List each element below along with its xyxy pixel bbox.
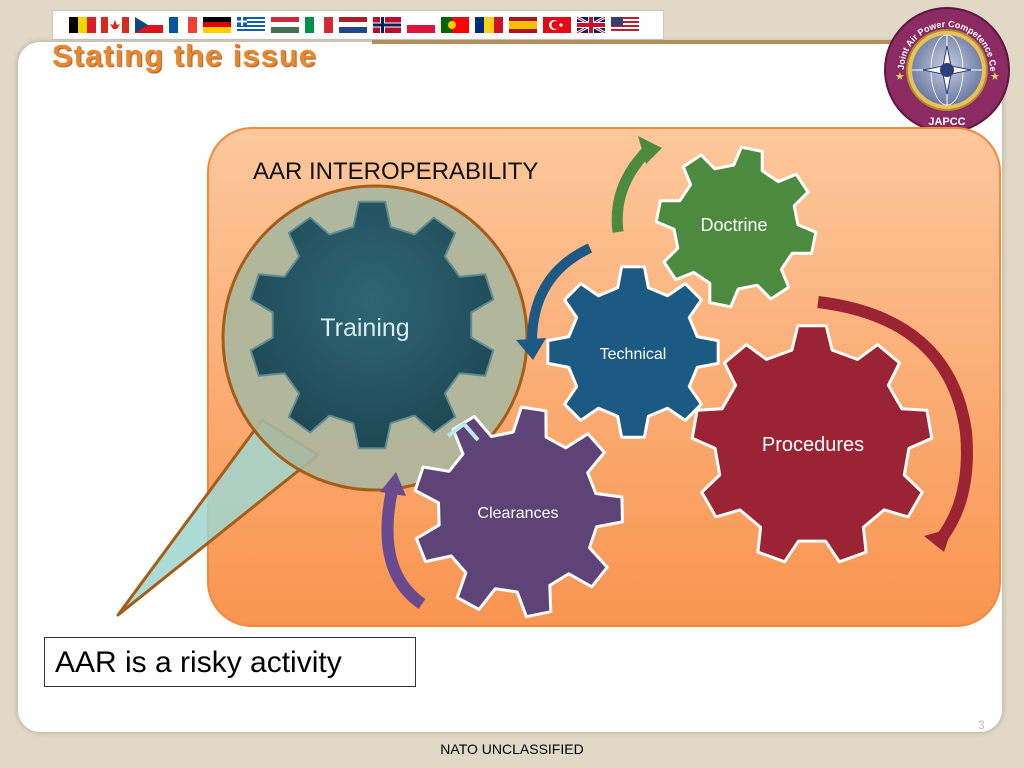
logo-abbreviation: JAPCC <box>928 116 965 128</box>
flag-italy-icon <box>305 17 333 33</box>
slide-title: Stating the issue <box>52 38 318 73</box>
green-arrow <box>611 144 654 233</box>
caption-text: AAR is a risky activity <box>55 646 342 679</box>
flag-norway-icon <box>373 17 401 33</box>
red-arrow <box>817 296 973 544</box>
red-arrowhead-icon <box>924 528 952 552</box>
flag-belgium-icon <box>69 17 96 33</box>
blue-arrow <box>527 243 593 343</box>
gear-label-technical: Technical <box>600 346 667 363</box>
classification-footer: NATO UNCLASSIFIED <box>440 741 584 757</box>
caption-box: AAR is a risky activity <box>44 637 416 687</box>
flag-germany-icon <box>203 17 231 33</box>
page-number: 3 <box>978 718 985 732</box>
gear-label-procedures: Procedures <box>762 434 864 456</box>
flag-netherlands-icon <box>339 17 367 33</box>
flag-canada-icon <box>101 17 129 33</box>
small-cyan-arrow <box>446 421 480 442</box>
gear-label-doctrine: Doctrine <box>700 215 767 235</box>
flag-greece-icon <box>237 17 265 33</box>
logo-star-right-icon: ★ <box>990 71 1000 83</box>
gear-clearances-icon <box>413 405 624 619</box>
flag-united-kingdom-icon <box>576 15 606 35</box>
gear-label-training: Training <box>320 314 409 342</box>
gear-doctrine-icon <box>654 145 818 309</box>
gear-technical-icon <box>546 265 720 439</box>
gear-procedures-icon <box>690 324 934 564</box>
flag-hungary-icon <box>271 17 299 33</box>
flag-portugal-icon <box>441 17 469 33</box>
flag-united-states-icon <box>611 17 639 33</box>
gear-training-icon <box>249 200 495 450</box>
flag-france-icon <box>169 17 197 33</box>
flag-poland-icon <box>407 17 435 33</box>
green-arrowhead-icon <box>638 136 662 164</box>
flag-romania-icon <box>475 17 503 33</box>
flags-banner <box>52 10 664 40</box>
title-underline <box>372 40 892 44</box>
flags-strip <box>69 15 639 35</box>
flag-turkey-icon <box>543 17 571 33</box>
purple-arrowhead-icon <box>380 472 406 496</box>
gear-label-clearances: Clearances <box>478 505 559 522</box>
japcc-logo: Joint Air Power Competence Centre JAPCC … <box>880 4 1010 133</box>
purple-arrow <box>381 488 426 609</box>
nato-star-icon <box>922 45 972 95</box>
blue-arrowhead-icon <box>516 338 546 360</box>
diagram-title: AAR INTEROPERABILITY <box>253 158 539 185</box>
flag-spain-icon <box>509 17 537 33</box>
flag-czech-republic-icon <box>135 17 163 33</box>
logo-star-left-icon: ★ <box>895 71 905 83</box>
